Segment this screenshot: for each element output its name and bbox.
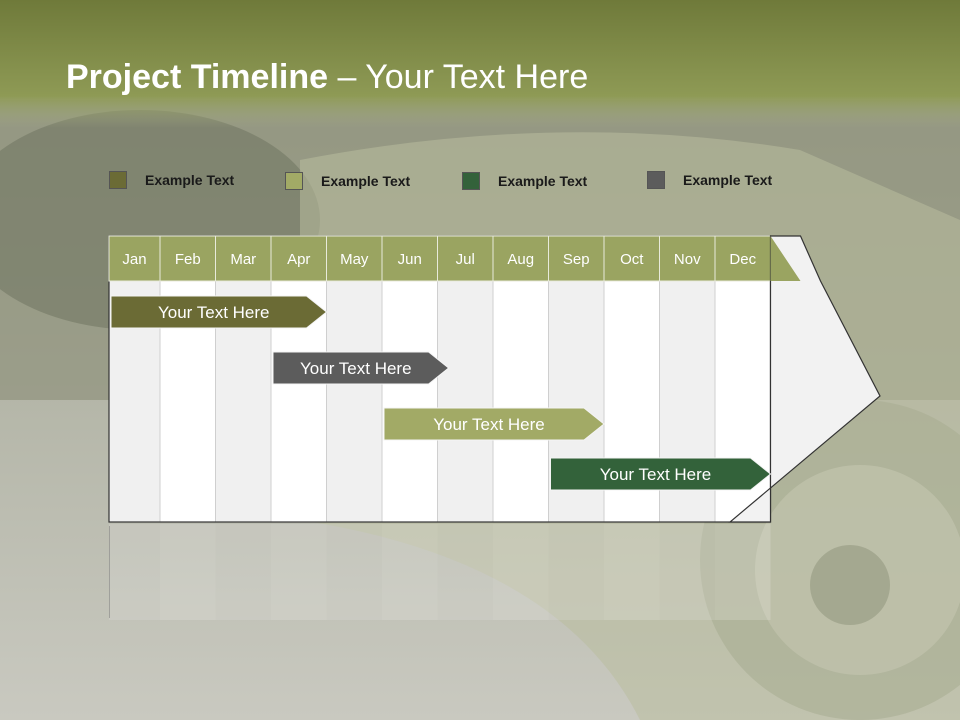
- month-column-jun: [381, 280, 438, 523]
- reflection-col-oct: [604, 524, 660, 620]
- task-bar-shape-3: [383, 407, 605, 441]
- month-header-aug: [492, 235, 549, 282]
- reflection-col-jul: [437, 524, 493, 620]
- month-column-jul: [437, 280, 494, 523]
- legend-label-2: Example Text: [321, 173, 411, 189]
- reflection-col-aug: [493, 524, 549, 620]
- task-bar-2[interactable]: Your Text Here: [272, 351, 450, 385]
- legend-item-1: Example Text: [109, 171, 234, 189]
- reflection-col-nov: [659, 524, 715, 620]
- month-header-apr: [270, 235, 327, 282]
- month-header-may: [326, 235, 383, 282]
- month-label-aug: Aug: [507, 251, 534, 268]
- task-bar-label-2: Your Text Here: [300, 359, 412, 378]
- page-title: Project Timeline – Your Text Here: [66, 58, 588, 97]
- timeline-header: Jan Feb Mar Apr May Jun Jul Aug Sep Oct Nov Dec: [108, 235, 771, 282]
- month-label-apr: Apr: [287, 251, 310, 268]
- month-label-jul: Jul: [456, 251, 475, 268]
- month-header-sep: [548, 235, 605, 282]
- reflection-col-apr: [271, 524, 327, 620]
- task-bar-label-3: Your Text Here: [433, 415, 545, 434]
- task-bar-label-1: Your Text Here: [158, 303, 270, 322]
- title-bold: Project Timeline: [66, 58, 329, 96]
- arrow-header-corner: [770, 236, 801, 281]
- month-label-dec: Dec: [729, 251, 756, 268]
- task-bar-1[interactable]: Your Text Here: [110, 295, 328, 329]
- legend-swatch-4: [647, 171, 665, 189]
- task-bar-shape-2: [272, 351, 450, 385]
- month-label-nov: Nov: [674, 251, 701, 268]
- reflection-col-feb: [160, 524, 216, 620]
- legend-swatch-2: [285, 172, 303, 190]
- reflection-col-dec: [715, 524, 771, 620]
- legend-item-2: Example Text: [285, 172, 410, 190]
- month-header-jan: [108, 235, 161, 282]
- task-bar-shape-4: [550, 457, 772, 491]
- reflection-col-mar: [215, 524, 271, 620]
- month-header-mar: [215, 235, 272, 282]
- month-label-jan: Jan: [122, 251, 146, 268]
- reflection-col-jun: [382, 524, 438, 620]
- month-label-sep: Sep: [563, 251, 590, 268]
- legend-label-1: Example Text: [145, 172, 235, 188]
- reflection-col-jan: [109, 524, 160, 620]
- month-column-may: [326, 280, 383, 523]
- month-label-feb: Feb: [175, 251, 201, 268]
- task-bar-shape-1: [110, 295, 328, 329]
- month-header-nov: [659, 235, 716, 282]
- legend-label-4: Example Text: [683, 172, 773, 188]
- task-bar-label-4: Your Text Here: [600, 465, 712, 484]
- month-label-oct: Oct: [620, 251, 644, 268]
- month-label-may: May: [340, 251, 369, 268]
- legend-swatch-3: [462, 172, 480, 190]
- timeline-arrow: [728, 235, 881, 523]
- legend-item-4: Example Text: [647, 171, 772, 189]
- task-bar-3[interactable]: Your Text Here: [383, 407, 605, 441]
- legend-item-3: Example Text: [462, 172, 587, 190]
- reflection-col-may: [326, 524, 382, 620]
- title-rest: – Your Text Here: [328, 58, 589, 96]
- month-column-aug: [492, 280, 549, 523]
- reflection-col-sep: [548, 524, 604, 620]
- month-label-mar: Mar: [230, 251, 256, 268]
- legend-swatch-1: [109, 171, 127, 189]
- timeline-arrow-head: [728, 235, 881, 523]
- month-header-jun: [381, 235, 438, 282]
- legend-label-3: Example Text: [498, 173, 588, 189]
- month-header-jul: [437, 235, 494, 282]
- timeline-reflection: [109, 524, 771, 620]
- month-label-jun: Jun: [398, 251, 422, 268]
- task-bar-4[interactable]: Your Text Here: [550, 457, 772, 491]
- month-header-feb: [159, 235, 216, 282]
